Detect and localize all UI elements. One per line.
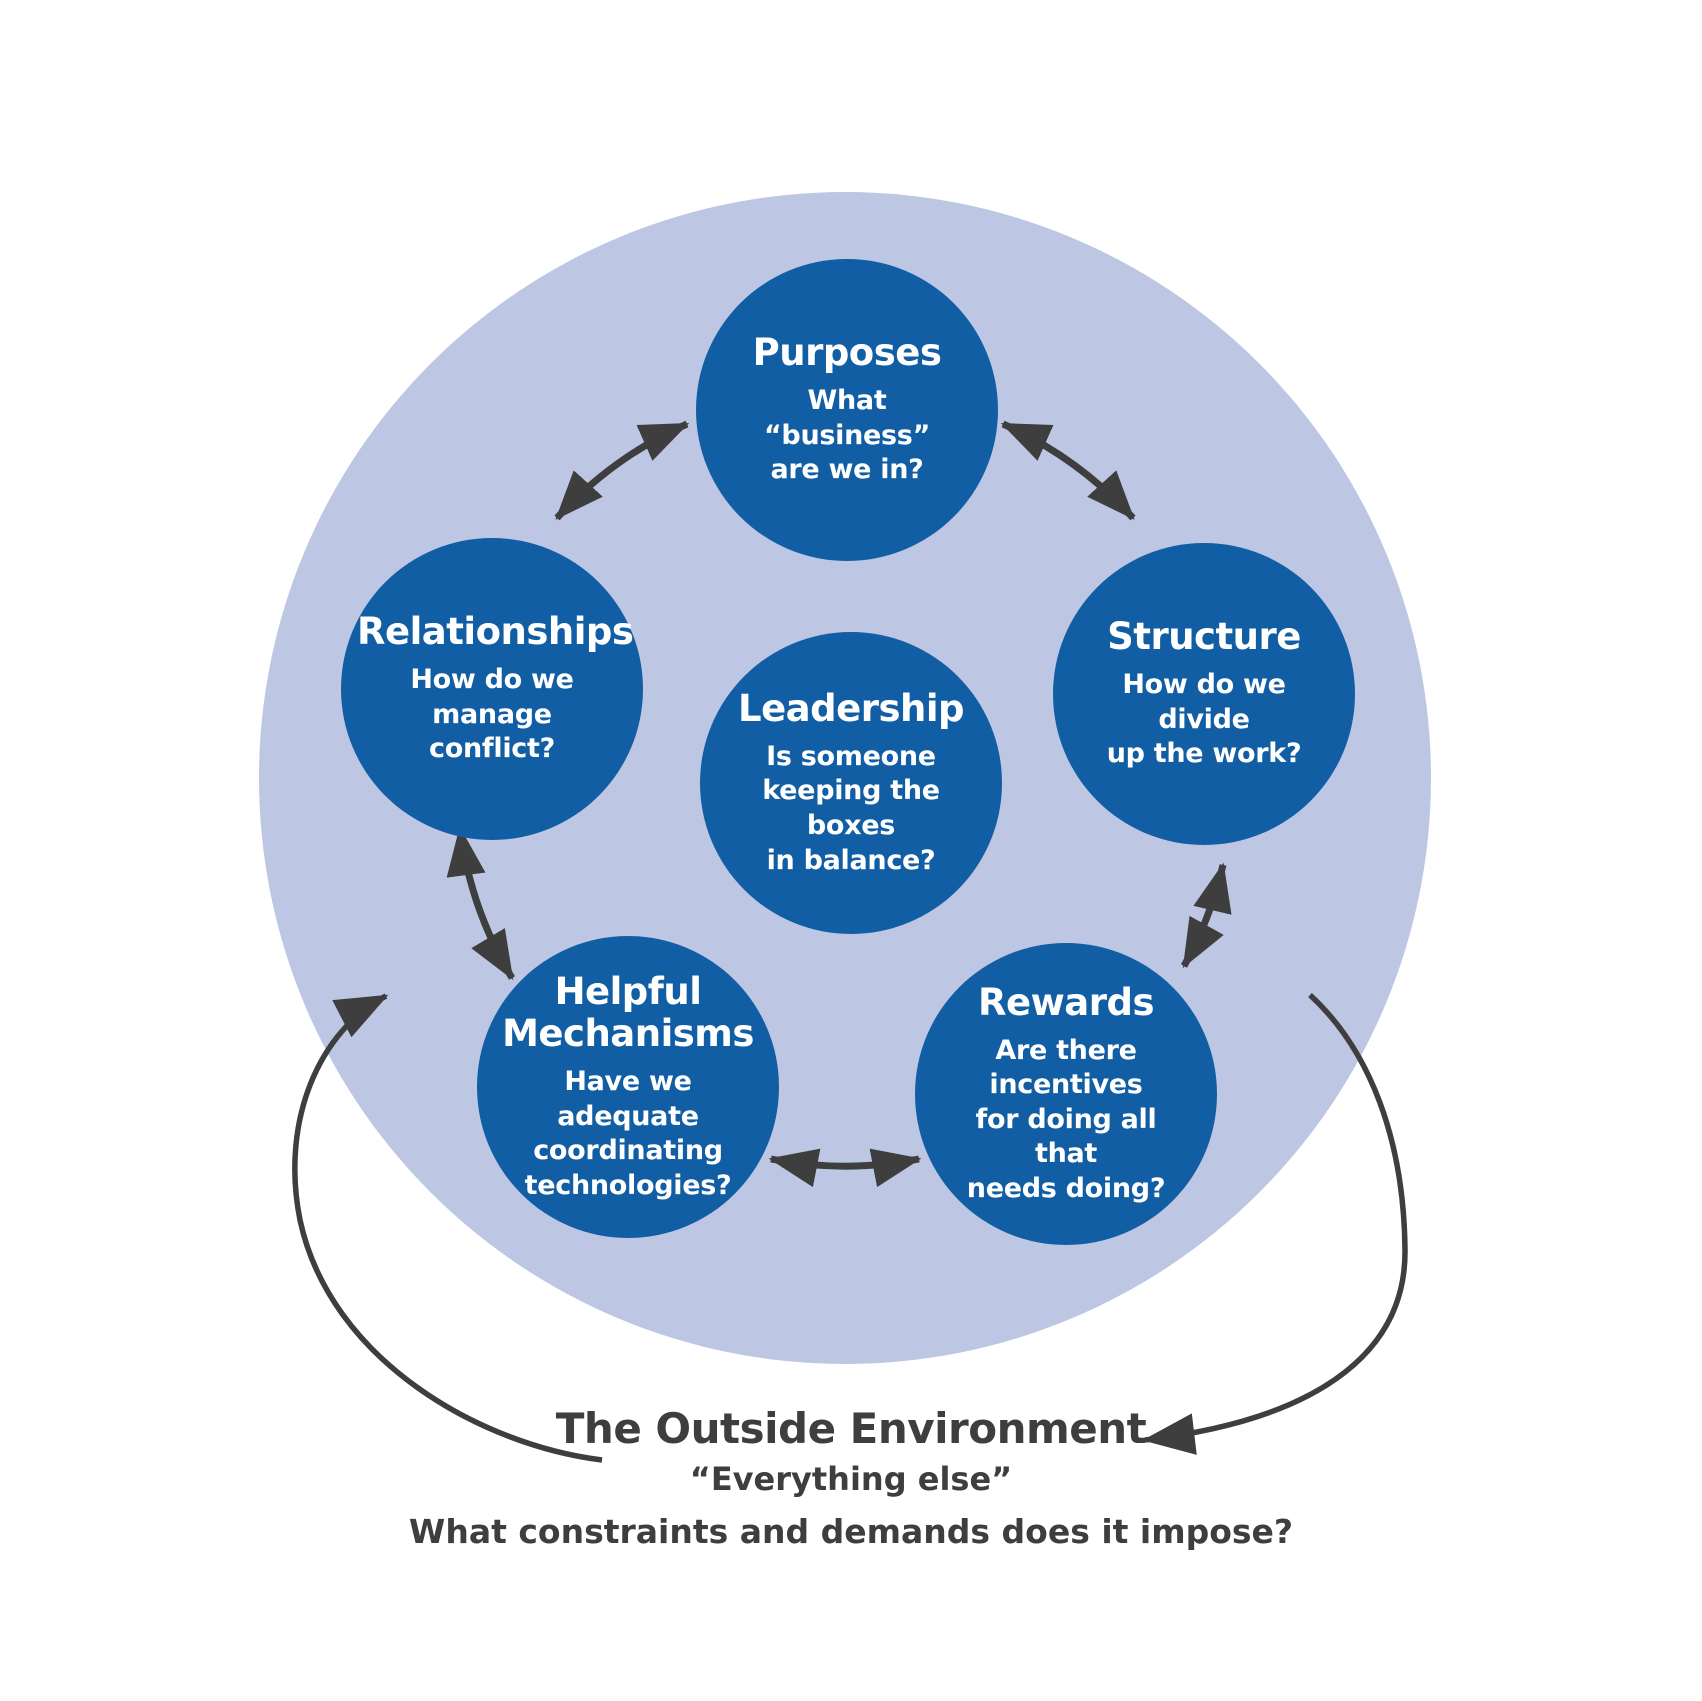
arrow-purposes-relationships bbox=[554, 420, 690, 521]
question-line: for doing all that bbox=[975, 1103, 1157, 1170]
leadership-circle: Leadership Is someone keeping the boxes … bbox=[700, 632, 1002, 934]
structure-question: How do we divide up the work? bbox=[1079, 668, 1329, 772]
rewards-circle: Rewards Are there incentives for doing a… bbox=[915, 943, 1217, 1245]
arrow-helpful-mechanisms-relationships bbox=[446, 826, 516, 981]
question-line: needs doing? bbox=[966, 1172, 1166, 1204]
question-line: keeping the boxes bbox=[762, 775, 940, 841]
rewards-title: Rewards bbox=[978, 980, 1155, 1024]
helpful-mechanisms-question: Have we adequate coordinating technologi… bbox=[503, 1065, 753, 1203]
outside-environment-question: What constraints and demands does it imp… bbox=[408, 1511, 1294, 1551]
relationships-question: How do we manage conflict? bbox=[367, 663, 617, 767]
question-line: Have we adequate bbox=[557, 1066, 699, 1132]
purposes-title: Purposes bbox=[752, 331, 942, 375]
leadership-question: Is someone keeping the boxes in balance? bbox=[726, 740, 976, 878]
relationships-title: Relationships bbox=[357, 610, 634, 654]
leadership-title: Leadership bbox=[738, 686, 965, 730]
question-line: up the work? bbox=[1106, 738, 1302, 770]
question-line: How do we divide bbox=[1122, 669, 1286, 735]
question-line: How do we bbox=[410, 664, 574, 696]
relationships-circle: Relationships How do we manage conflict? bbox=[341, 538, 643, 840]
helpful-mechanisms-title: Helpful Mechanisms bbox=[502, 969, 754, 1056]
purposes-circle: Purposes What “business” are we in? bbox=[696, 259, 998, 561]
question-line: What “business” bbox=[763, 385, 931, 451]
question-line: Is someone bbox=[766, 740, 936, 772]
question-line: manage conflict? bbox=[429, 698, 555, 765]
question-line: are we in? bbox=[770, 454, 924, 486]
structure-title: Structure bbox=[1107, 615, 1301, 659]
outside-environment-block: The Outside Environment “Everything else… bbox=[0, 1404, 1702, 1551]
question-line: Are there incentives bbox=[989, 1034, 1143, 1101]
purposes-question: What “business” are we in? bbox=[722, 384, 972, 488]
structure-circle: Structure How do we divide up the work? bbox=[1053, 543, 1355, 845]
arrow-rewards-helpful-mechanisms bbox=[768, 1148, 922, 1188]
rewards-question: Are there incentives for doing all that … bbox=[941, 1034, 1191, 1207]
helpful-mechanisms-circle: Helpful Mechanisms Have we adequate coor… bbox=[477, 936, 779, 1238]
question-line: technologies? bbox=[524, 1169, 732, 1201]
outside-environment-title: The Outside Environment bbox=[555, 1404, 1147, 1453]
arrow-organization-into-environment bbox=[1142, 992, 1408, 1455]
arrow-purposes-structure bbox=[1000, 420, 1136, 521]
question-line: coordinating bbox=[533, 1135, 723, 1167]
outside-environment-subtitle: “Everything else” bbox=[689, 1460, 1013, 1499]
question-line: in balance? bbox=[766, 844, 936, 876]
arrow-environment-into-organization bbox=[292, 993, 603, 1463]
arrow-structure-rewards bbox=[1180, 862, 1232, 969]
